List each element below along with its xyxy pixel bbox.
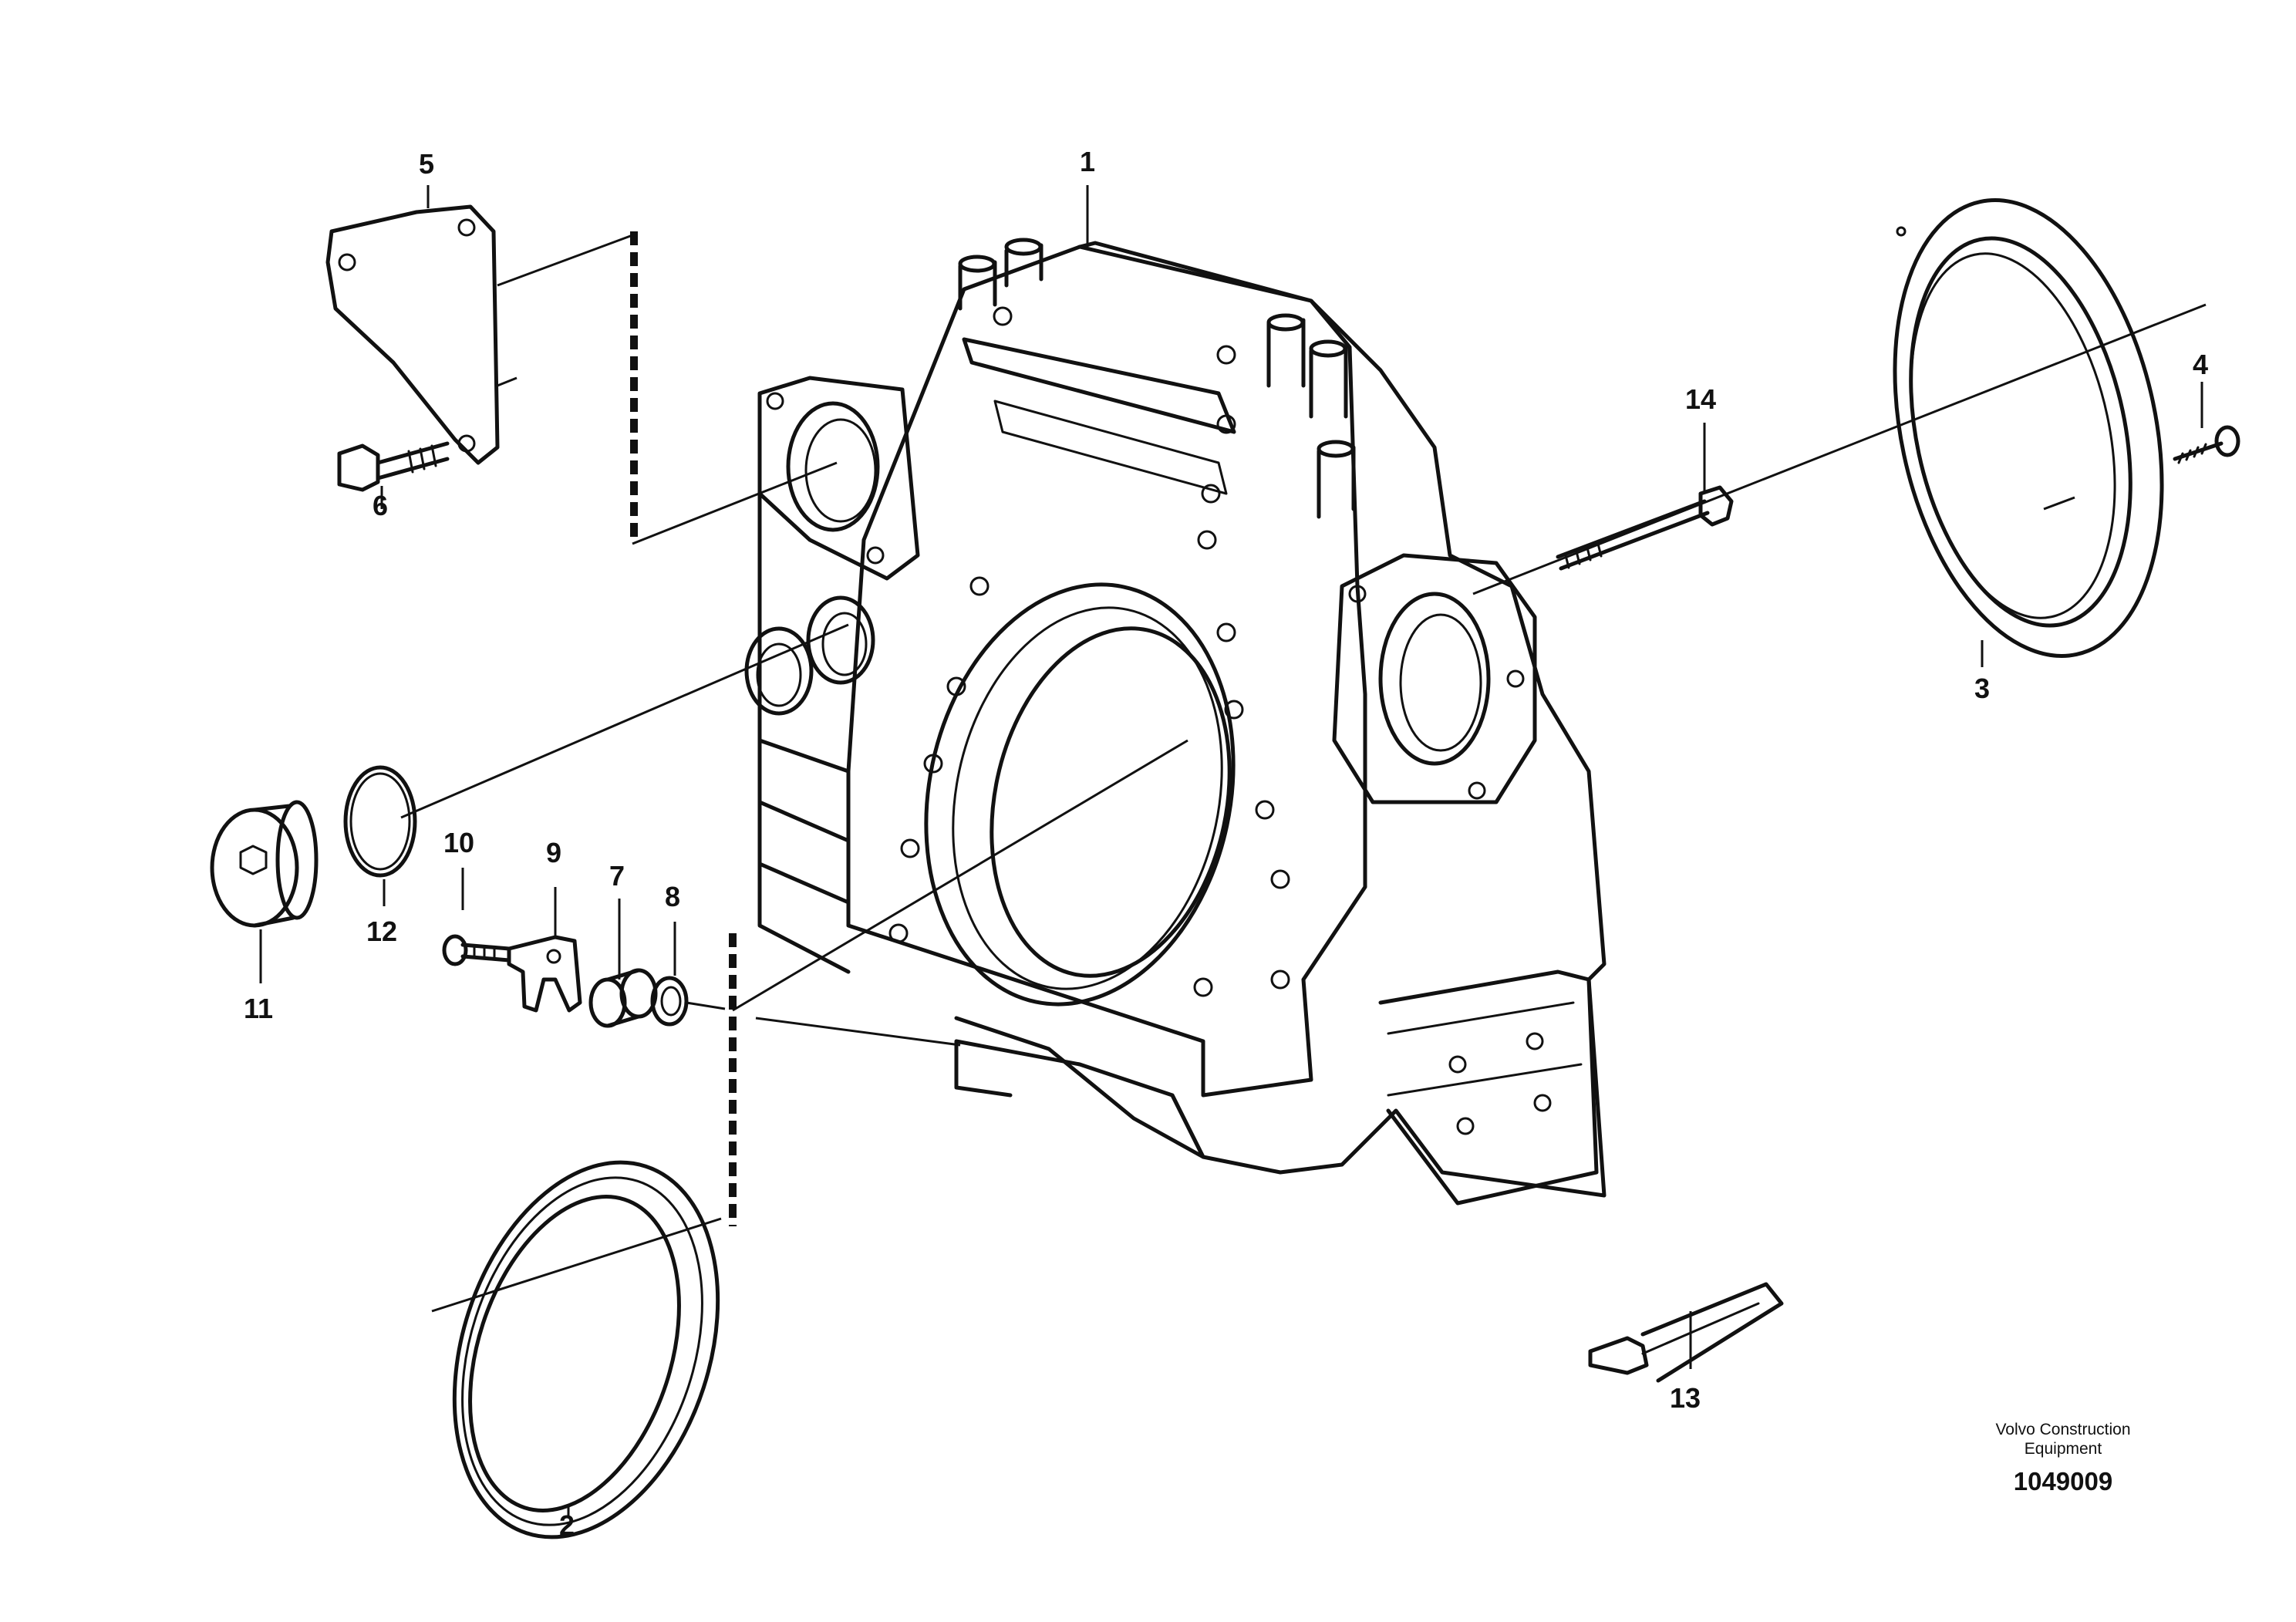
plug-part-11 bbox=[210, 800, 319, 928]
callout-12: 12 bbox=[366, 916, 397, 947]
flywheel-housing bbox=[744, 238, 1607, 1206]
callout-10: 10 bbox=[443, 827, 474, 858]
bushing-part-7 bbox=[588, 968, 658, 1028]
washer-part-8 bbox=[650, 976, 689, 1027]
screw-part-10 bbox=[442, 934, 511, 966]
screw-part-4 bbox=[2173, 425, 2240, 464]
callout-2: 2 bbox=[559, 1509, 575, 1541]
flange-bolt-part-6 bbox=[337, 441, 450, 492]
callout-6: 6 bbox=[373, 490, 388, 521]
bracket-part-9 bbox=[507, 935, 582, 1013]
callout-3: 3 bbox=[1974, 673, 1990, 704]
title-block: Volvo Construction Equipment 1049009 bbox=[1995, 1421, 2130, 1496]
callout-13: 13 bbox=[1670, 1382, 1701, 1414]
callout-labels: 1 2 3 4 5 6 7 8 9 10 11 12 13 14 bbox=[244, 146, 2208, 1541]
callout-1: 1 bbox=[1080, 146, 1095, 177]
cover-plate bbox=[325, 204, 500, 465]
callout-4: 4 bbox=[2193, 349, 2208, 380]
sealant-tube-part-13 bbox=[1588, 1282, 1784, 1383]
flange-bolt-holes bbox=[888, 306, 1290, 997]
manufacturer-line-2: Equipment bbox=[2025, 1440, 2102, 1458]
callout-5: 5 bbox=[419, 148, 434, 180]
assembly-dashes bbox=[630, 231, 737, 1226]
callout-14: 14 bbox=[1685, 383, 1716, 415]
long-bolt-part-14 bbox=[1556, 485, 1734, 571]
o-ring-part-12 bbox=[343, 765, 417, 878]
dowel-pins bbox=[958, 238, 1356, 519]
callout-8: 8 bbox=[665, 881, 680, 912]
callout-11: 11 bbox=[244, 993, 273, 1024]
leader-lines bbox=[259, 185, 2207, 1516]
callout-7: 7 bbox=[609, 860, 625, 892]
cover-seal-ring bbox=[1893, 198, 2164, 658]
manufacturer-line-1: Volvo Construction bbox=[1995, 1421, 2130, 1438]
rear-crankshaft-seal bbox=[452, 1160, 720, 1539]
callout-9: 9 bbox=[546, 837, 561, 868]
drawing-number: 1049009 bbox=[2014, 1467, 2112, 1496]
